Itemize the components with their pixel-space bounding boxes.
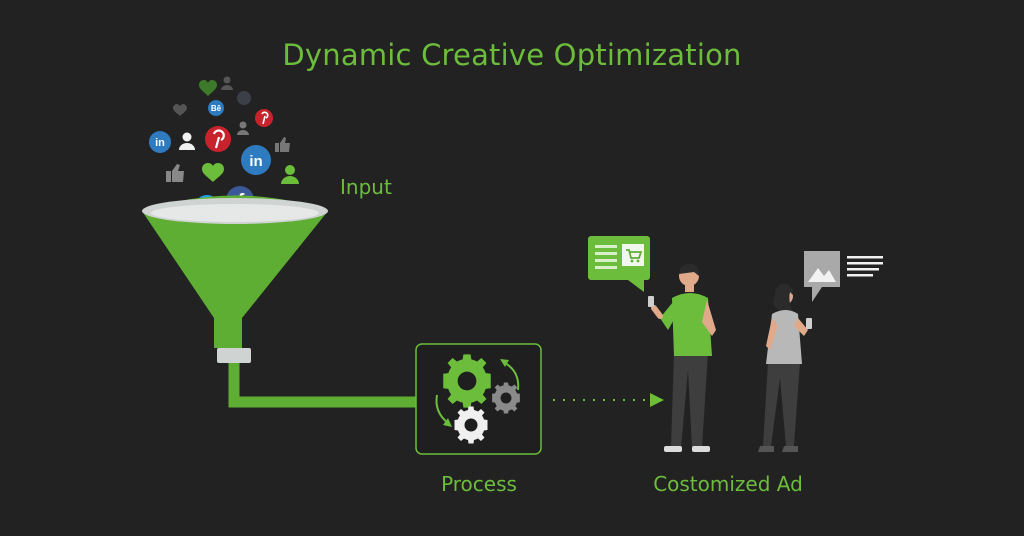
linkedin-icon <box>149 131 171 153</box>
funnel-nozzle <box>217 348 251 363</box>
behance-icon-glyph: Bē <box>211 104 222 113</box>
rotate-arrow-head <box>443 418 452 427</box>
user-icon <box>221 76 233 90</box>
gear-icon <box>492 382 520 414</box>
user-icon <box>281 165 299 184</box>
pinterest-glyph <box>261 111 269 125</box>
pinterest-glyph <box>212 129 225 149</box>
thumbs-up-icon <box>166 164 184 182</box>
input-label: Input <box>340 175 392 199</box>
funnel <box>142 195 328 363</box>
diagram-title: Dynamic Creative Optimization <box>282 38 742 72</box>
heart-icon <box>199 80 217 96</box>
phone-icon <box>648 296 654 307</box>
heart-icon <box>202 163 224 182</box>
user-icon <box>179 132 195 150</box>
woman-figure <box>758 283 812 452</box>
shopping-cart-icon <box>626 249 643 259</box>
thumbs-up-icon <box>275 137 290 152</box>
behance-icon <box>208 100 224 116</box>
rotate-arrow-head <box>500 359 509 367</box>
ad-bubble-shopping <box>588 236 650 292</box>
heart-icon <box>173 104 187 116</box>
dotted-arrow <box>553 393 664 407</box>
image-icon <box>808 268 836 282</box>
behance-icon <box>237 91 251 105</box>
man-figure <box>648 263 716 452</box>
process-box <box>415 343 542 455</box>
process-label: Process <box>441 472 517 496</box>
gear-icon <box>443 354 491 408</box>
linkedin-glyph: in <box>155 137 165 149</box>
linkedin-glyph: in <box>249 153 262 170</box>
gear-icon <box>454 406 488 444</box>
linkedin-icon <box>241 145 271 175</box>
phone-icon <box>806 318 812 329</box>
rotate-arrow-icon <box>504 362 520 391</box>
funnel-pipe <box>228 363 416 408</box>
customized-ad-label: Costomized Ad <box>653 472 803 496</box>
user-icon <box>237 121 249 135</box>
ad-bubble-image <box>804 251 883 302</box>
